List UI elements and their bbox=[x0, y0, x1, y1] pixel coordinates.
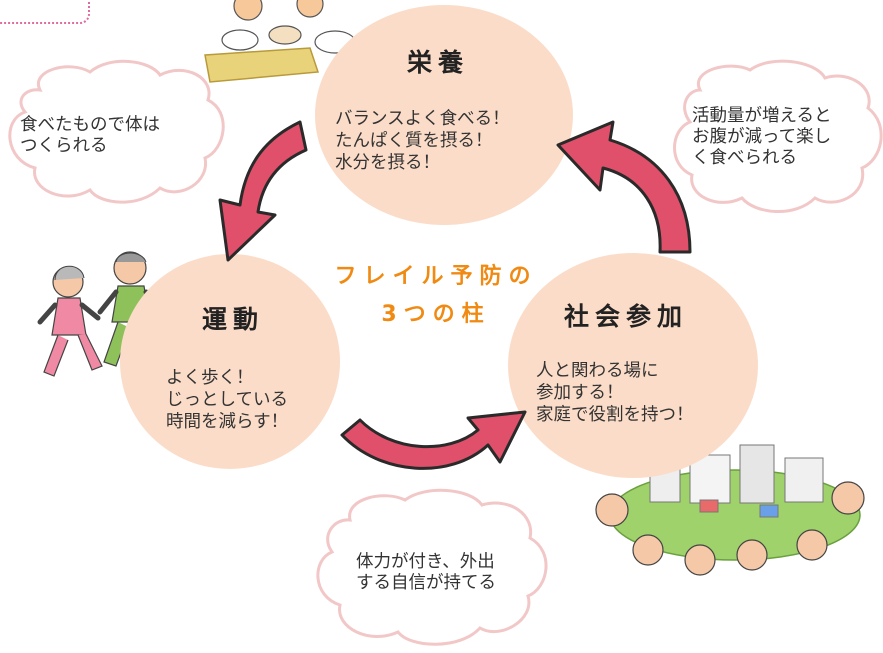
center-title-line2: 3つの柱 bbox=[381, 302, 491, 327]
social-text: 人と関わる場に 参加する！ 家庭で役割を持つ！ bbox=[536, 360, 694, 424]
exercise-title: 運動 bbox=[202, 305, 265, 334]
center-title: フレイル予防の 3つの柱 bbox=[316, 258, 556, 334]
exercise-text: よく歩く！ じっとしている 時間を減らす！ bbox=[166, 367, 289, 431]
nutrition-pillar: 栄養 バランスよく食べる！ たんぱく質を摂る！ 水分を摂る！ bbox=[315, 5, 573, 225]
center-title-line1: フレイル予防の bbox=[334, 264, 538, 289]
nutrition-title: 栄養 bbox=[407, 48, 470, 77]
cloud-text-body-made: 食べたもので体は つくられる bbox=[20, 114, 160, 155]
cloud-text-confidence: 体力が付き、外出 する自信が持てる bbox=[356, 551, 496, 592]
nutrition-text: バランスよく食べる！ たんぱく質を摂る！ 水分を摂る！ bbox=[335, 108, 510, 172]
cloud-shape-left bbox=[8, 59, 225, 204]
social-title: 社会参加 bbox=[564, 302, 689, 331]
arrow-social-to-nutrition bbox=[556, 120, 692, 254]
exercise-pillar: 運動 よく歩く！ じっとしている 時間を減らす！ bbox=[120, 254, 340, 469]
cloud-shape-right bbox=[673, 59, 883, 213]
meal-illustration bbox=[204, 0, 356, 83]
cloud-text-hungry: 活動量が増えると お腹が減って楽し く食べられる bbox=[692, 105, 832, 167]
decorative-frame bbox=[0, 0, 90, 24]
cloud-shape-bottom bbox=[316, 488, 548, 646]
town-community-illustration bbox=[595, 444, 865, 576]
arrow-nutrition-to-exercise bbox=[218, 120, 308, 262]
social-participation-pillar: 社会参加 人と関わる場に 参加する！ 家庭で役割を持つ！ bbox=[508, 253, 758, 478]
arrow-exercise-to-social bbox=[340, 410, 527, 470]
